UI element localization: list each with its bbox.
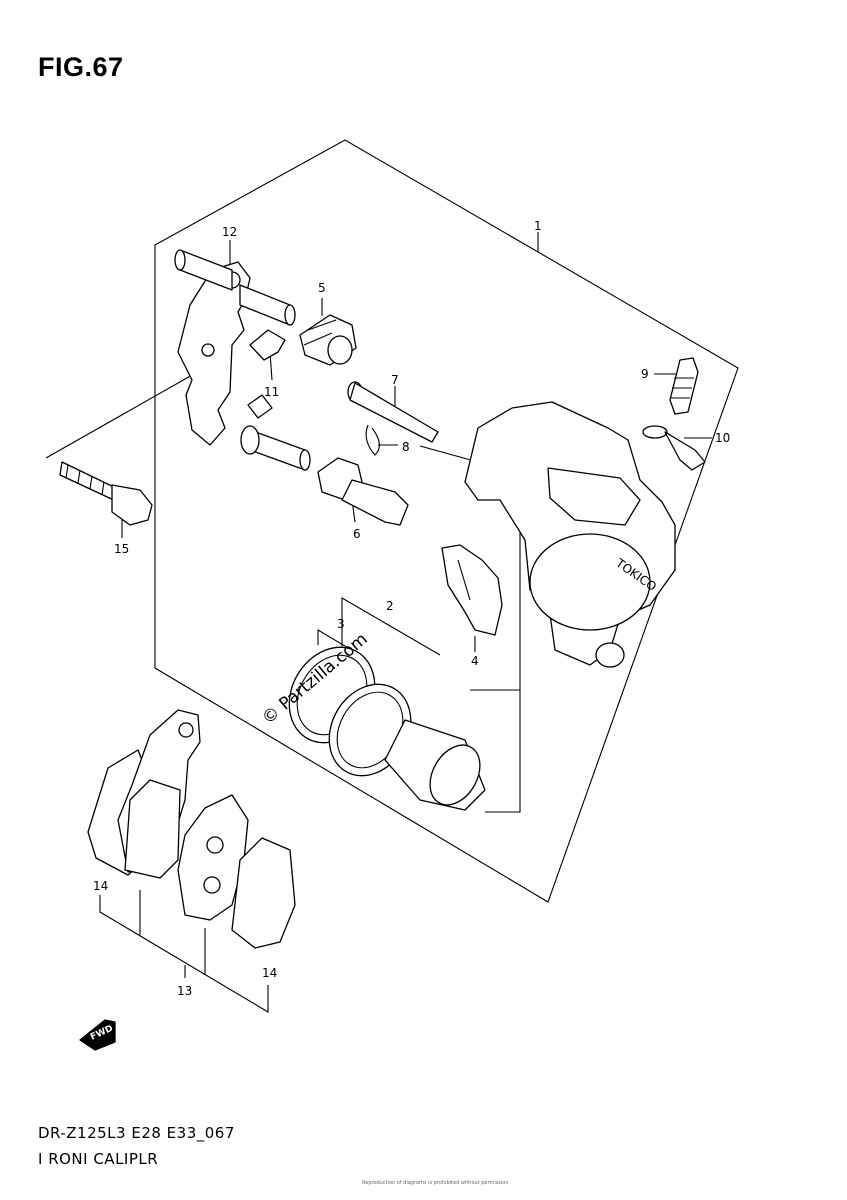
caliper-bracket-part-12 bbox=[174, 249, 311, 471]
callout-14b: 14 bbox=[262, 966, 277, 980]
callout-12: 12 bbox=[222, 225, 237, 239]
bolt-part-7 bbox=[347, 381, 439, 443]
leader-lines bbox=[45, 232, 712, 1013]
callout-14a: 14 bbox=[93, 879, 108, 893]
callout-3: 3 bbox=[337, 617, 345, 631]
pad-shim-part-14-right bbox=[231, 837, 296, 949]
callout-8: 8 bbox=[402, 440, 410, 454]
callout-5: 5 bbox=[318, 281, 326, 295]
callout-13: 13 bbox=[177, 984, 192, 998]
bolt-part-15 bbox=[59, 461, 153, 526]
callout-labels: 1 2 3 4 5 6 7 8 9 10 11 12 13 14 14 15 bbox=[93, 219, 730, 998]
boot-part-6 bbox=[317, 457, 409, 526]
callout-15: 15 bbox=[114, 542, 129, 556]
diagram-name: I RONI CALIPLR bbox=[38, 1150, 159, 1168]
callout-6: 6 bbox=[353, 527, 361, 541]
callout-4: 4 bbox=[471, 654, 479, 668]
callout-7: 7 bbox=[391, 373, 399, 387]
assembly-frame bbox=[154, 139, 739, 903]
cap-part-10 bbox=[642, 425, 706, 471]
figure-title: FIG.67 bbox=[38, 52, 124, 82]
caliper-body-part-1: TOKICO bbox=[464, 401, 676, 668]
fine-print: Reproduction of diagrams is prohibited w… bbox=[362, 1180, 509, 1186]
callout-2: 2 bbox=[386, 599, 394, 613]
boot-part-5 bbox=[299, 314, 357, 366]
brake-pad-set-part-13 bbox=[117, 709, 249, 921]
pad-spring-part-4 bbox=[441, 544, 503, 636]
callout-1: 1 bbox=[534, 219, 542, 233]
clip-part-8 bbox=[365, 424, 380, 456]
forward-direction-arrow: FWD bbox=[79, 1019, 116, 1051]
diagram-code: DR-Z125L3 E28 E33_067 bbox=[38, 1124, 235, 1142]
callout-10: 10 bbox=[715, 431, 730, 445]
piston-part-2 bbox=[384, 719, 486, 811]
bleeder-part-9 bbox=[669, 357, 699, 415]
callout-11: 11 bbox=[264, 385, 279, 399]
pad-spring-part-11 bbox=[247, 329, 286, 419]
callout-9: 9 bbox=[641, 367, 649, 381]
